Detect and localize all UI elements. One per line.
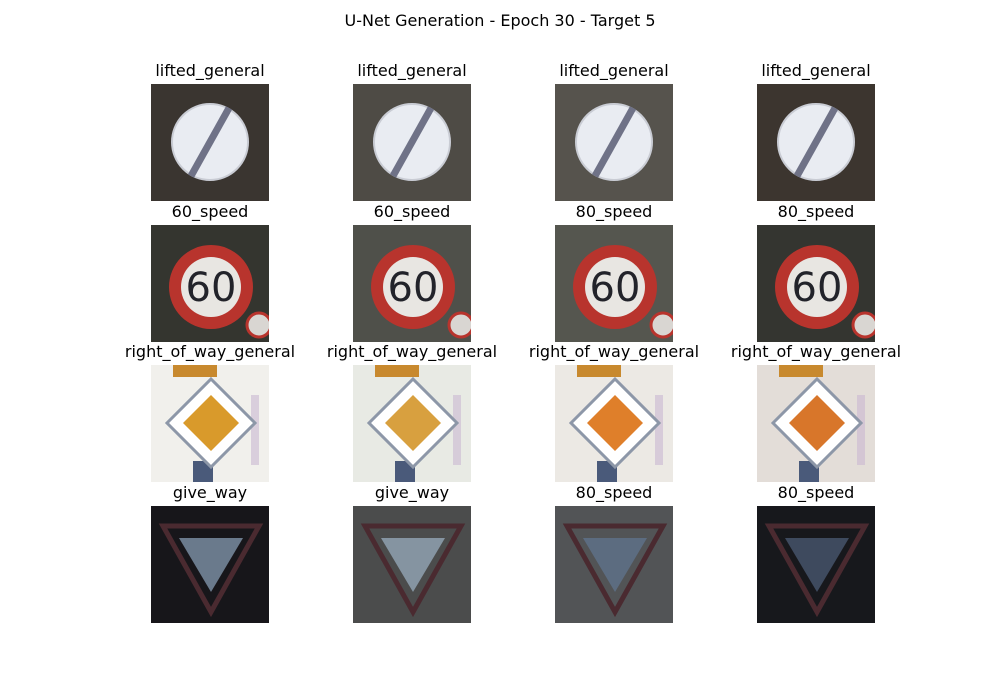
cell-label: 80_speed bbox=[777, 202, 855, 221]
sign-image bbox=[151, 506, 269, 623]
sign-image: 60 bbox=[353, 225, 471, 342]
cell-label: right_of_way_general bbox=[528, 342, 700, 361]
grid-cell: 80_speed 60 bbox=[757, 202, 875, 342]
svg-text:60: 60 bbox=[792, 265, 843, 311]
grid-cell: right_of_way_general bbox=[731, 342, 901, 482]
cell-label: give_way bbox=[374, 483, 450, 502]
figure-title: U-Net Generation - Epoch 30 - Target 5 bbox=[344, 11, 656, 30]
grid-cell: lifted_general bbox=[151, 61, 269, 201]
cell-label: lifted_general bbox=[559, 61, 669, 80]
sign-image bbox=[757, 365, 875, 482]
cell-label: lifted_general bbox=[155, 61, 265, 80]
svg-text:60: 60 bbox=[186, 265, 237, 311]
sign-image bbox=[151, 84, 269, 201]
grid-cell: lifted_general bbox=[353, 61, 471, 201]
grid-cell: 60_speed 60 bbox=[151, 202, 269, 342]
grid-cell: right_of_way_general bbox=[125, 342, 295, 482]
grid-cell: 80_speed bbox=[555, 483, 673, 623]
sign-image: 60 bbox=[555, 225, 673, 342]
sign-image bbox=[353, 506, 471, 623]
cell-label: 60_speed bbox=[171, 202, 249, 221]
grid-cell: 80_speed 60 bbox=[555, 202, 673, 342]
grid-cell: give_way bbox=[151, 483, 269, 623]
sign-image: 60 bbox=[757, 225, 875, 342]
svg-text:60: 60 bbox=[590, 265, 641, 311]
sign-image bbox=[555, 84, 673, 201]
cell-label: 80_speed bbox=[777, 483, 855, 502]
sign-image bbox=[757, 84, 875, 201]
cell-label: right_of_way_general bbox=[326, 342, 498, 361]
grid-cell: 80_speed bbox=[757, 483, 875, 623]
sign-image bbox=[555, 365, 673, 482]
cell-label: 60_speed bbox=[373, 202, 451, 221]
cell-label: 80_speed bbox=[575, 483, 653, 502]
cell-label: lifted_general bbox=[357, 61, 467, 80]
sign-image bbox=[151, 365, 269, 482]
cell-label: give_way bbox=[172, 483, 248, 502]
sign-image bbox=[353, 365, 471, 482]
svg-text:60: 60 bbox=[388, 265, 439, 311]
grid-cell: 60_speed 60 bbox=[353, 202, 471, 342]
sign-image bbox=[757, 506, 875, 623]
grid-cell: right_of_way_general bbox=[529, 342, 699, 482]
sign-image bbox=[555, 506, 673, 623]
grid-cell: lifted_general bbox=[757, 61, 875, 201]
cell-label: lifted_general bbox=[761, 61, 871, 80]
cell-label: right_of_way_general bbox=[124, 342, 296, 361]
sign-image bbox=[353, 84, 471, 201]
grid-cell: right_of_way_general bbox=[327, 342, 497, 482]
grid-cell: lifted_general bbox=[555, 61, 673, 201]
grid-cell: give_way bbox=[353, 483, 471, 623]
sign-image: 60 bbox=[151, 225, 269, 342]
cell-label: 80_speed bbox=[575, 202, 653, 221]
cell-label: right_of_way_general bbox=[730, 342, 902, 361]
